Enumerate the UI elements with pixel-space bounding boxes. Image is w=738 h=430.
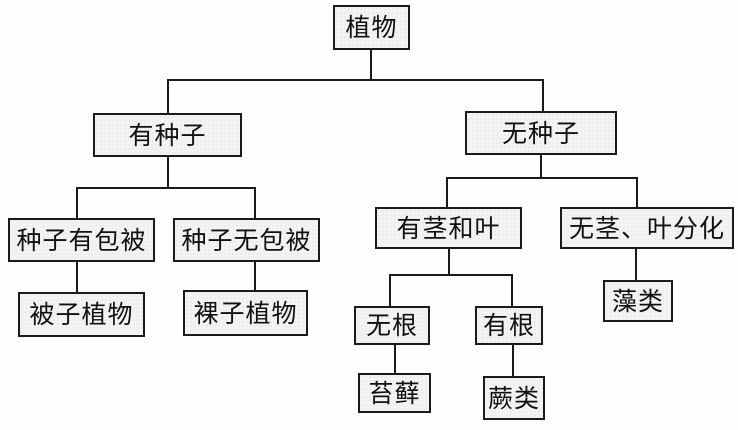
node-has-stem-leaf: 有茎和叶 (375, 207, 522, 249)
node-label: 蕨类 (487, 383, 540, 413)
node-no-stem-leaf: 无茎、叶分化 (560, 207, 734, 249)
node-has-root: 有根 (475, 306, 543, 345)
node-label: 无种子 (501, 118, 580, 148)
node-has-seeds: 有种子 (93, 113, 242, 157)
node-label: 有根 (482, 311, 535, 340)
node-no-root: 无根 (354, 306, 430, 345)
node-algae: 藻类 (603, 280, 673, 322)
node-moss: 苔藓 (358, 373, 431, 413)
node-label: 有茎和叶 (396, 213, 501, 243)
node-label: 被子植物 (29, 300, 134, 329)
node-no-seeds: 无种子 (465, 111, 617, 155)
node-label: 种子有包被 (16, 225, 147, 255)
node-label: 无根 (365, 311, 418, 340)
node-seed-uncovered: 种子无包被 (173, 218, 320, 262)
node-gymnosperms: 裸子植物 (183, 290, 308, 336)
node-seed-covered: 种子有包被 (8, 218, 155, 262)
node-label: 植物 (345, 13, 398, 42)
node-fern: 蕨类 (483, 376, 545, 420)
node-plants-root: 植物 (333, 5, 410, 50)
node-label: 无茎、叶分化 (568, 213, 725, 243)
node-label: 苔藓 (368, 378, 421, 408)
node-label: 有种子 (128, 120, 207, 150)
node-label: 种子无包被 (181, 225, 312, 255)
node-label: 藻类 (611, 286, 664, 316)
node-angiosperms: 被子植物 (18, 292, 145, 337)
node-label: 裸子植物 (193, 298, 298, 328)
